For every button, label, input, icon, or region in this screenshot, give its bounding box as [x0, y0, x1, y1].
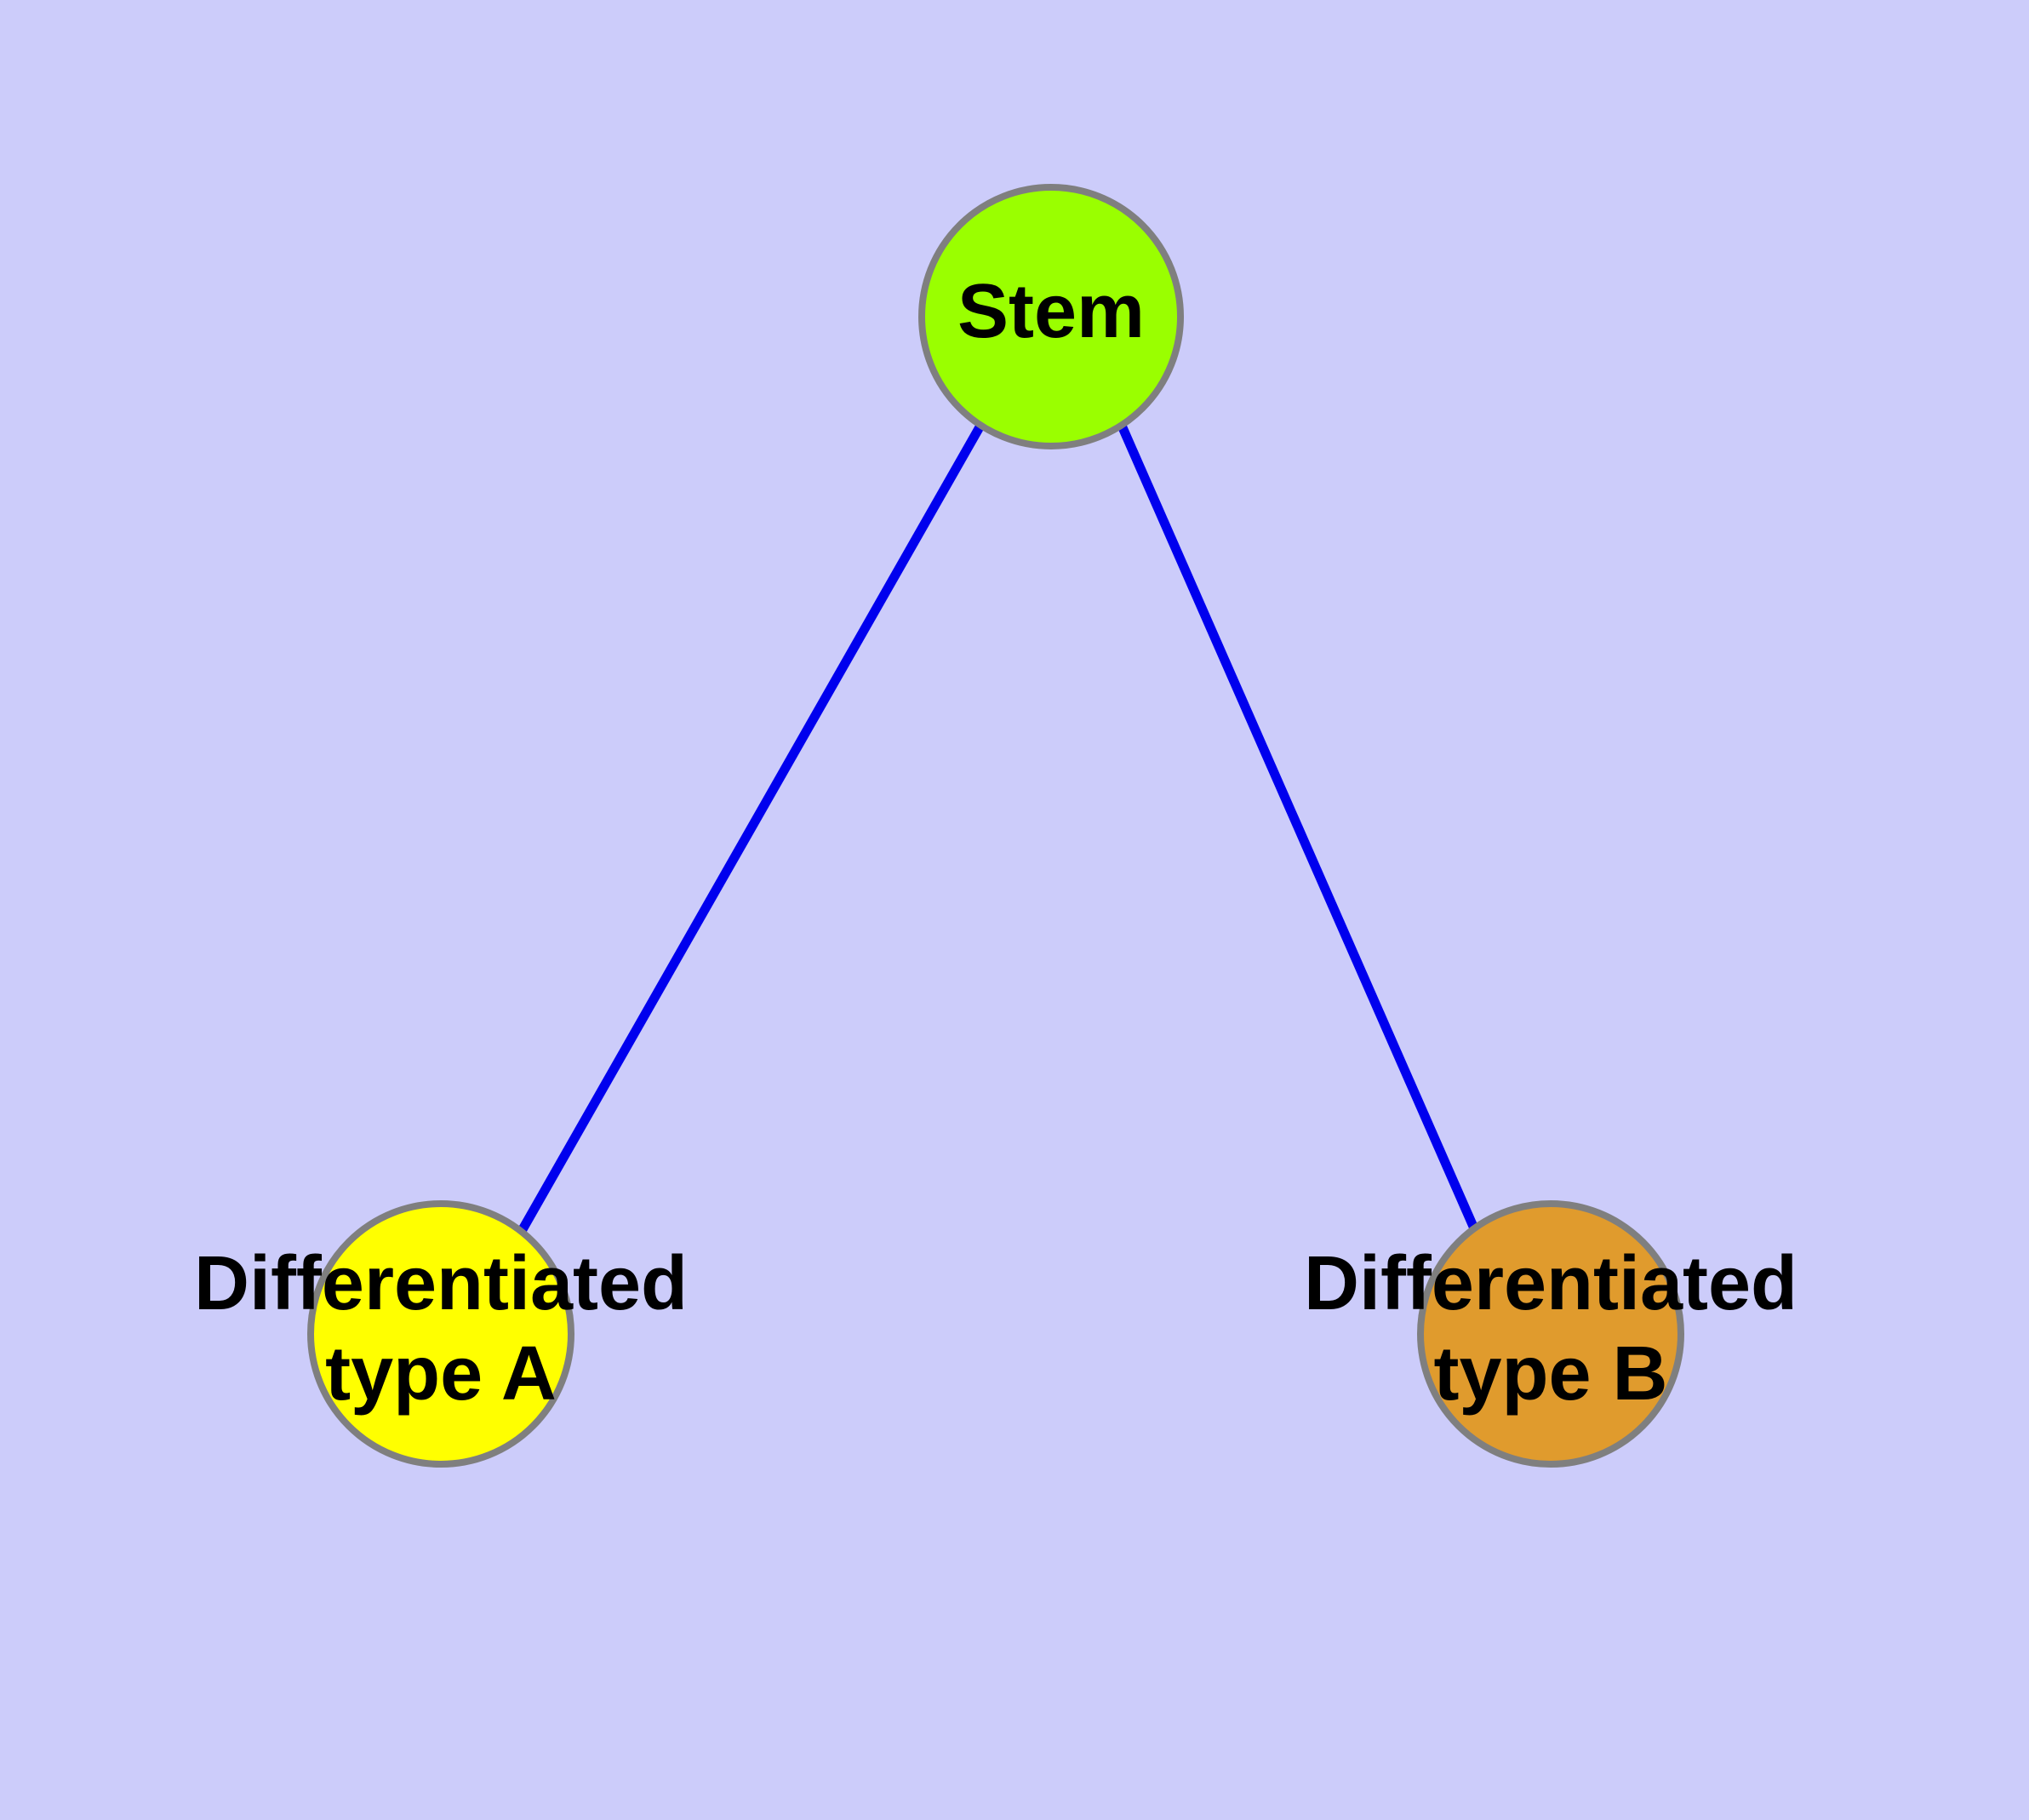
- node-stem-circle[interactable]: [918, 184, 1184, 449]
- node-stem[interactable]: Stem: [918, 184, 1184, 449]
- edge-stem-to-differentiated-type-b[interactable]: [1117, 423, 1479, 1231]
- node-differentiated-type-a-circle[interactable]: [307, 1200, 574, 1468]
- node-label-line: type A: [325, 1331, 557, 1417]
- node-differentiated-type-b-circle[interactable]: [1417, 1200, 1684, 1468]
- node-label-line: type B: [1433, 1331, 1667, 1417]
- edges-group: [517, 423, 1479, 1233]
- node-label-line: Stem: [957, 269, 1145, 354]
- node-label-line: Differentiated: [194, 1241, 688, 1326]
- edge-stem-to-differentiated-type-a[interactable]: [517, 423, 985, 1233]
- node-stem-label: Stem: [957, 269, 1145, 354]
- node-label-line: Differentiated: [1304, 1241, 1798, 1326]
